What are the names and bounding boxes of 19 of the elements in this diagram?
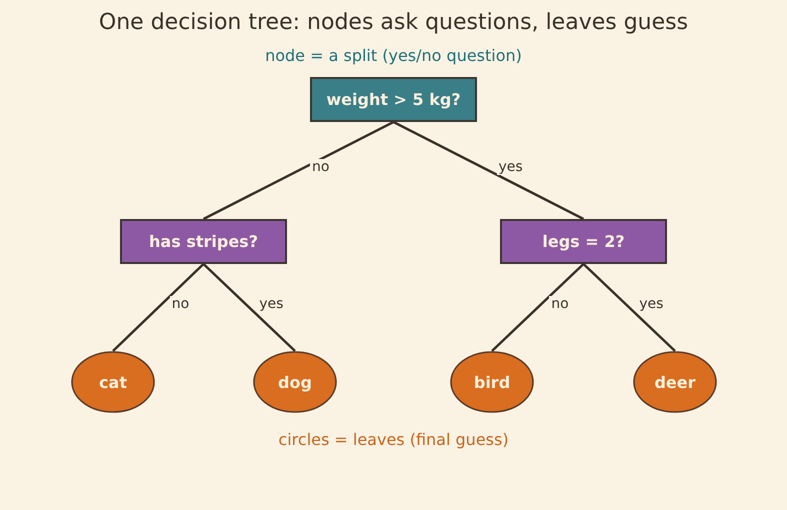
- edge-label: no: [310, 158, 332, 174]
- footnote: circles = leaves (final guess): [278, 430, 509, 449]
- diagram-title: One decision tree: nodes ask questions, leaves guess: [98, 10, 688, 35]
- root-question-box: weight > 5 kg?: [310, 77, 477, 122]
- leaf-label: cat: [99, 372, 127, 392]
- edge-label: no: [549, 296, 571, 312]
- tree-branch-line: [202, 120, 394, 220]
- question-box: legs = 2?: [500, 219, 667, 264]
- leaf-label: dog: [278, 372, 312, 392]
- tree-branch-line: [392, 120, 584, 220]
- edge-label: no: [170, 296, 192, 312]
- leaf-label: deer: [654, 372, 696, 392]
- tree-branch-line: [202, 263, 296, 352]
- leaf-label: bird: [474, 372, 510, 392]
- tree-branch-line: [112, 263, 204, 352]
- tree-branch-line: [491, 263, 584, 352]
- question-box: has stripes?: [120, 219, 287, 264]
- tree-branch-line: [582, 263, 676, 352]
- subtitle: node = a split (yes/no question): [265, 46, 522, 65]
